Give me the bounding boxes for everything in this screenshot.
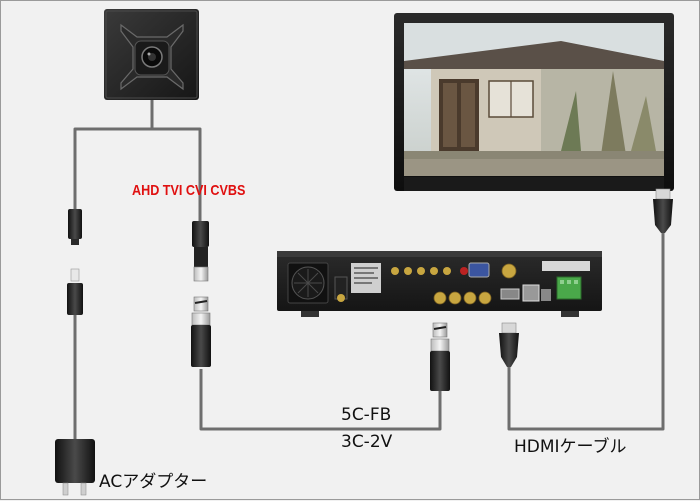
pinhole-camera-icon: [104, 9, 199, 100]
dvr-recorder-icon: [277, 251, 602, 317]
hdmi-cable-label: HDMIケーブル: [514, 432, 627, 457]
hdmi-plug-lower-icon: [499, 323, 519, 367]
coax-cable-label-3c2v: 3C-2V: [341, 432, 392, 452]
ac-adapter-label: ACアダプター: [99, 467, 207, 492]
camera-video-lead: [152, 129, 200, 223]
bnc-connector-lower-icon: [191, 297, 211, 367]
bnc-connector-dvr-icon: [430, 323, 450, 391]
ac-adapter-icon: [55, 439, 95, 495]
signal-format-label: AHD TVI CVI CVBS: [132, 182, 245, 199]
tv-monitor-icon: [394, 13, 674, 191]
bnc-connector-upper-icon: [192, 221, 209, 281]
coax-cable: [201, 369, 440, 429]
hdmi-plug-upper-icon: [653, 189, 673, 233]
coax-cable-label-5cfb: 5C-FB: [341, 405, 391, 425]
power-plug-icon: [67, 209, 83, 315]
